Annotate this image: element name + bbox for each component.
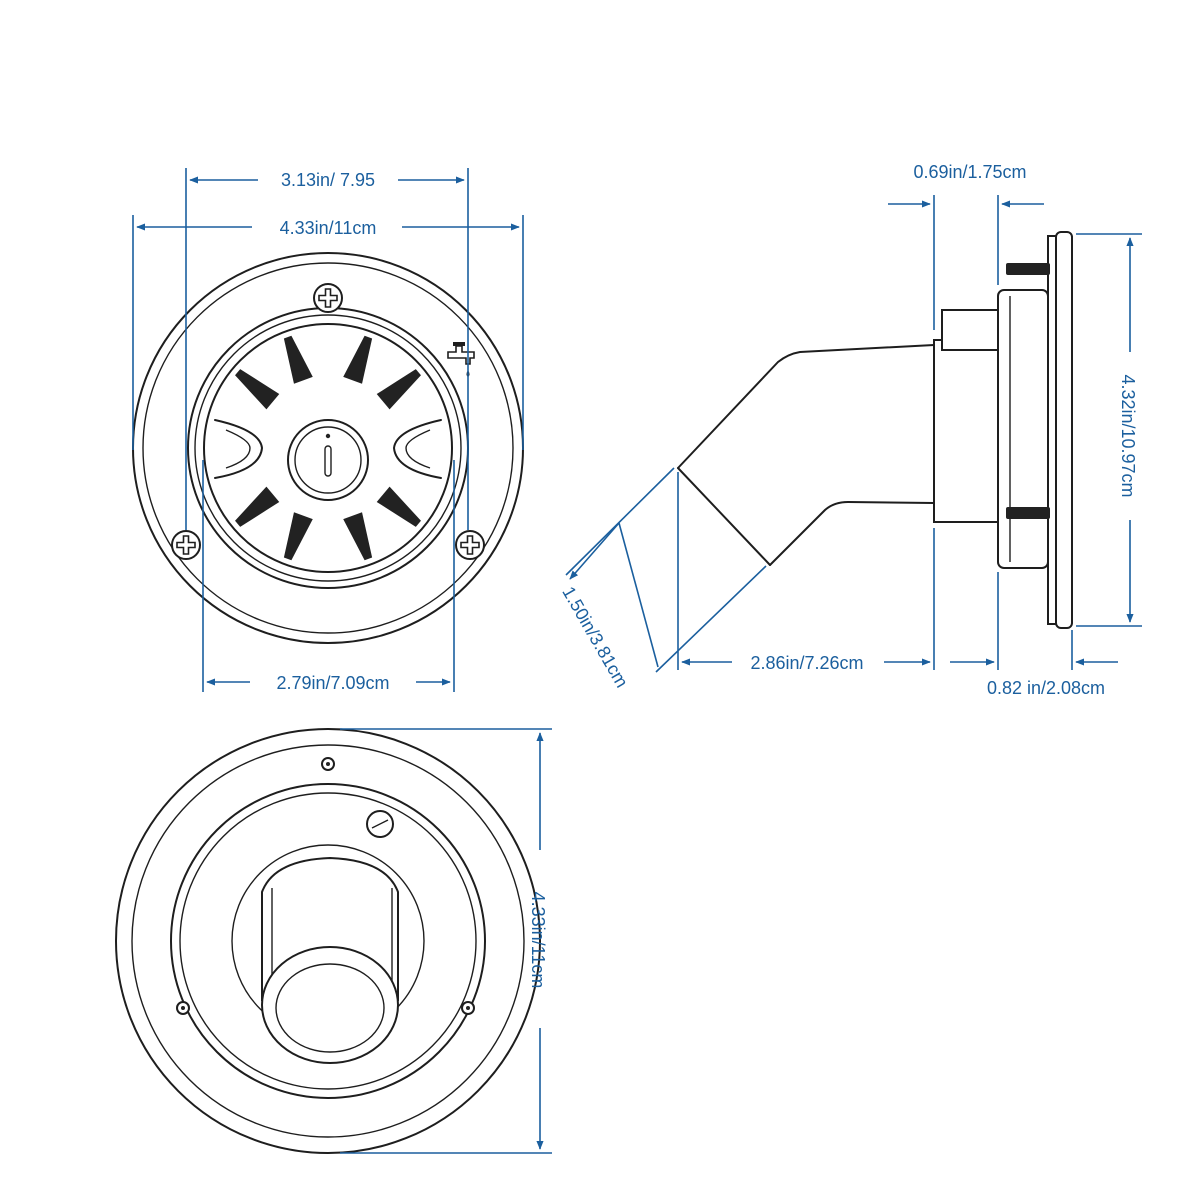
back-inner-ring [170,783,486,1099]
side-spout-opening [677,467,771,566]
side-view [677,231,1073,629]
front-dimensions: 3.13in/ 7.95 4.33in/11cm 2.79in/7.09cm [132,168,524,693]
faucet-icon [447,342,475,377]
front-outer-width-label: 4.33in/11cm [280,218,377,238]
front-inner-width-label: 3.13in/ 7.95 [281,170,375,190]
back-outer-flange [115,728,541,1154]
mounting-stud [1006,507,1050,519]
back-height-label: 4.33in/11cm [528,892,548,989]
front-cap-knob [287,419,369,501]
back-pipe-opening [261,946,399,1064]
back-view [115,728,541,1154]
front-opening-width-label: 2.79in/7.09cm [276,673,389,693]
side-flange [1047,235,1057,625]
phillips-screw-icon [455,530,485,560]
side-spout-diameter-label: 1.50in/3.81cm [558,583,632,691]
side-spout-reach-label: 2.86in/7.26cm [750,653,863,673]
front-grille-slots [214,335,442,561]
phillips-screw-icon [171,530,201,560]
cap-slot [324,445,332,477]
side-flange-depth-label: 0.69in/1.75cm [913,162,1026,182]
front-grille [203,323,453,573]
side-height-label: 4.32in/10.97cm [1118,374,1138,497]
mounting-stud [1006,263,1050,275]
side-spout-upper [677,344,935,469]
phillips-screw-icon [313,283,343,313]
side-body-depth-label: 0.82 in/2.08cm [987,678,1105,698]
side-body [933,339,999,523]
side-spout-lower [769,501,935,566]
front-view [132,252,524,644]
side-collar [997,289,1049,569]
back-dimensions: 4.33in/11cm [340,728,552,1154]
